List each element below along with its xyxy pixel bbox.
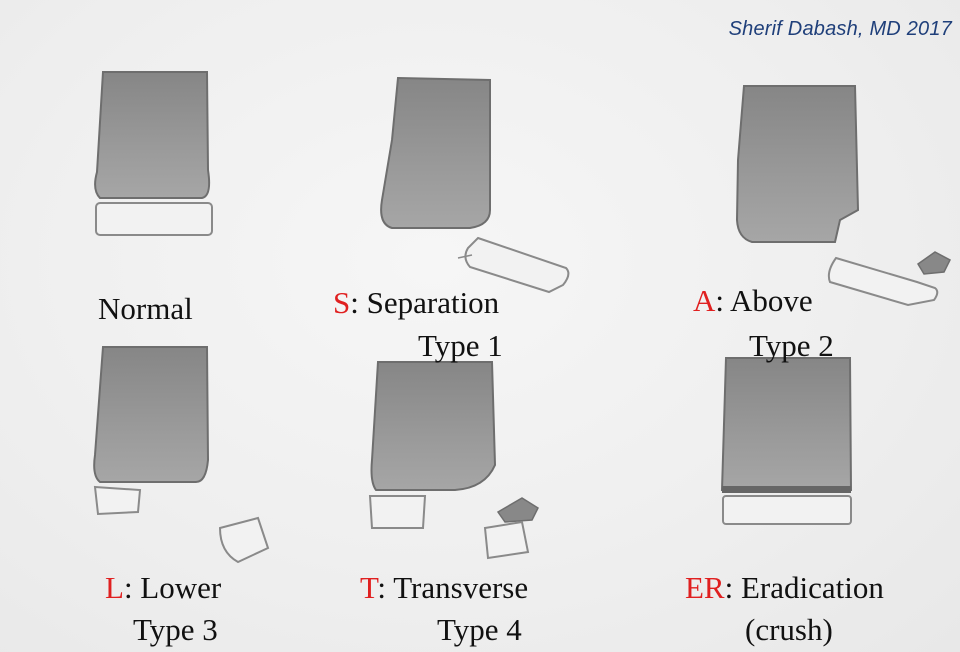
type1-metaphysis <box>381 78 490 228</box>
type4-metaphysis <box>372 362 496 490</box>
label-type3-name: : Lower <box>124 570 221 605</box>
normal-sketch <box>95 72 212 235</box>
type3-epiphyseal-fragment <box>220 518 268 562</box>
label-type1-letter: S <box>333 285 350 320</box>
type4-metaphyseal-fragment <box>498 498 538 522</box>
type4-epiphysis <box>370 496 425 528</box>
label-type4-subtitle: Type 4 <box>437 614 522 645</box>
crush-epiphysis <box>723 496 851 524</box>
label-type4: T: Transverse <box>360 572 528 603</box>
label-normal-name: Normal <box>98 291 193 326</box>
normal-epiphysis <box>96 203 212 235</box>
normal-metaphysis <box>95 72 209 198</box>
type2-metaphysis <box>737 86 858 242</box>
type2-sketch <box>737 86 950 305</box>
label-crush: ER: Eradication <box>685 572 884 603</box>
label-normal: Normal <box>98 293 193 324</box>
type3-epiphysis <box>95 487 140 514</box>
crush-metaphysis <box>722 358 851 490</box>
label-type4-name: : Transverse <box>377 570 528 605</box>
label-crush-subtitle: (crush) <box>745 614 833 645</box>
type1-epiphysis <box>465 238 568 292</box>
label-type2-letter: A <box>693 283 715 318</box>
label-type2-name: : Above <box>715 283 812 318</box>
type2-metaphyseal-fragment <box>918 252 950 274</box>
crush-sketch <box>722 358 851 524</box>
label-type1: S: Separation <box>333 287 499 318</box>
label-type1-name: : Separation <box>350 285 499 320</box>
label-crush-letter: ER <box>685 570 725 605</box>
label-type2: A: Above <box>693 285 813 316</box>
crush-growth-plate <box>722 486 851 493</box>
type1-sketch <box>381 78 568 292</box>
label-type3-subtitle: Type 3 <box>133 614 218 645</box>
label-type4-letter: T <box>360 570 377 605</box>
type4-epiphyseal-fragment <box>485 522 528 558</box>
label-type3: L: Lower <box>105 572 221 603</box>
type4-sketch <box>370 362 538 558</box>
label-crush-name: : Eradication <box>725 570 884 605</box>
type3-sketch <box>94 347 268 562</box>
label-type2-subtitle: Type 2 <box>749 330 834 361</box>
type3-metaphysis <box>94 347 208 482</box>
label-type3-letter: L <box>105 570 124 605</box>
label-type1-subtitle: Type 1 <box>418 330 503 361</box>
